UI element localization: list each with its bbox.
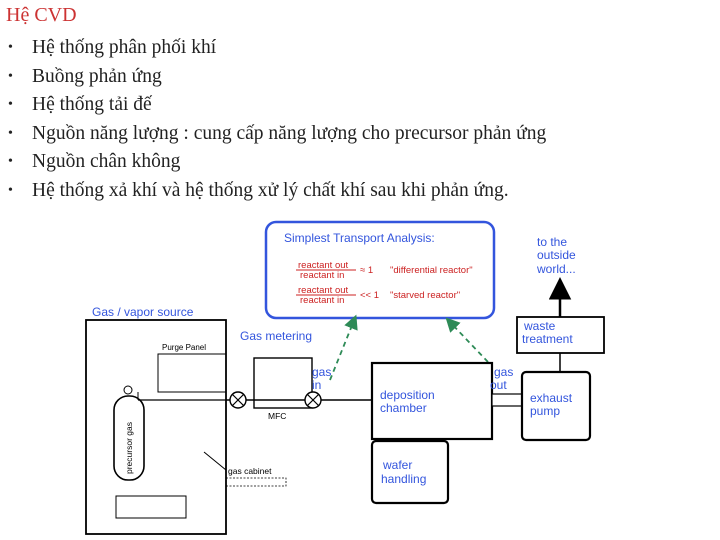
bullet-item: • Hệ thống xả khí và hệ thống xử lý chất … xyxy=(8,177,546,206)
bullet-item: • Buồng phản ứng xyxy=(8,63,546,92)
cabinet-panel xyxy=(115,495,187,519)
ratio2-label: "starved reactor" xyxy=(390,290,460,301)
bullet-text: Nguồn năng lượng : cung cấp năng lượng c… xyxy=(32,122,547,144)
gas-cabinet-pointer xyxy=(203,451,227,471)
ratio2-denominator: reactant in xyxy=(300,295,344,306)
valve-icon-1 xyxy=(229,391,247,409)
bullet-icon: • xyxy=(8,125,13,141)
exhaust-label-line2: pump xyxy=(530,404,560,418)
bullet-icon: • xyxy=(8,154,13,169)
bullet-text: Buồng phản ứng xyxy=(32,65,162,87)
ratio2-comparator: << 1 xyxy=(360,290,379,301)
bullet-item: • Nguồn chân không xyxy=(8,148,546,177)
bullet-icon: • xyxy=(8,182,13,198)
bullet-list: •Hệ thống phân phối khí •Buồng phản ứng … xyxy=(8,34,546,205)
waste-label-line1: waste xyxy=(523,319,556,333)
gas-cabinet-label: gas cabinet xyxy=(228,466,272,476)
green-dashed-arrow-left xyxy=(329,314,358,381)
mfc-label: MFC xyxy=(268,411,286,421)
outside-label-line3: world... xyxy=(536,262,576,276)
waste-label-line2: treatment xyxy=(522,332,573,346)
purge-panel-label: Purge Panel xyxy=(162,343,206,352)
wafer-label-line1: wafer xyxy=(382,458,412,472)
gas-cabinet-vent-icon xyxy=(225,477,287,487)
mfc-box xyxy=(253,357,313,409)
bullet-item: • Hệ thống tải đế xyxy=(8,91,546,120)
transport-analysis-box: Simplest Transport Analysis: reactant ou… xyxy=(264,220,496,320)
gas-metering-label: Gas metering xyxy=(240,329,312,343)
green-dashed-arrow-right xyxy=(445,317,489,363)
bullet-item: • Nguồn năng lượng : cung cấp năng lượng … xyxy=(8,120,546,149)
exhaust-line xyxy=(491,393,523,407)
ratio1-label: "differential reactor" xyxy=(390,265,473,276)
bullet-text: Nguồn chân không xyxy=(32,151,181,172)
outside-label-line2: outside xyxy=(537,248,576,262)
gas-out-label-line1: gas xyxy=(494,365,513,379)
bullet-text: Hệ thống xả khí và hệ thống xử lý chất k… xyxy=(32,179,509,201)
ratio2-numerator: reactant out xyxy=(298,285,349,296)
bullet-item: • Hệ thống phân phối khí xyxy=(8,34,546,63)
purge-panel xyxy=(157,353,227,393)
bullet-icon: • xyxy=(8,68,13,84)
deposition-chamber-box xyxy=(370,361,494,441)
wafer-handling-box xyxy=(370,439,450,505)
gas-out-label-line2: out xyxy=(490,378,507,392)
exhaust-pump-box xyxy=(520,370,592,442)
deposition-label-line1: deposition xyxy=(380,388,435,402)
gas-source-label: Gas / vapor source xyxy=(92,305,194,319)
gas-in-label-line1: gas xyxy=(312,365,331,379)
bullet-text: Hệ thống tải đế xyxy=(32,94,152,115)
ratio1-numerator: reactant out xyxy=(298,260,349,271)
ratio1-denominator: reactant in xyxy=(300,270,344,281)
precursor-cylinder-icon xyxy=(113,395,145,481)
gas-cabinet-enclosure xyxy=(85,319,227,535)
exhaust-label-line1: exhaust xyxy=(530,391,573,405)
valve-icon-2 xyxy=(304,391,322,409)
bullet-text: Hệ thống phân phối khí xyxy=(32,37,217,58)
gas-in-label-line2: in xyxy=(312,378,321,392)
outside-label-line1: to the xyxy=(537,235,567,249)
slide-title: Hệ CVD xyxy=(6,4,77,26)
precursor-gas-label: precursor gas xyxy=(124,422,134,474)
ratio1-comparator: ≈ 1 xyxy=(360,265,373,276)
wafer-label-line2: handling xyxy=(381,472,426,486)
bullet-icon: • xyxy=(8,97,13,112)
transport-title: Simplest Transport Analysis: xyxy=(284,231,435,245)
deposition-label-line2: chamber xyxy=(380,401,427,415)
bullet-icon: • xyxy=(8,40,13,55)
cylinder-valve-icon xyxy=(123,385,133,395)
